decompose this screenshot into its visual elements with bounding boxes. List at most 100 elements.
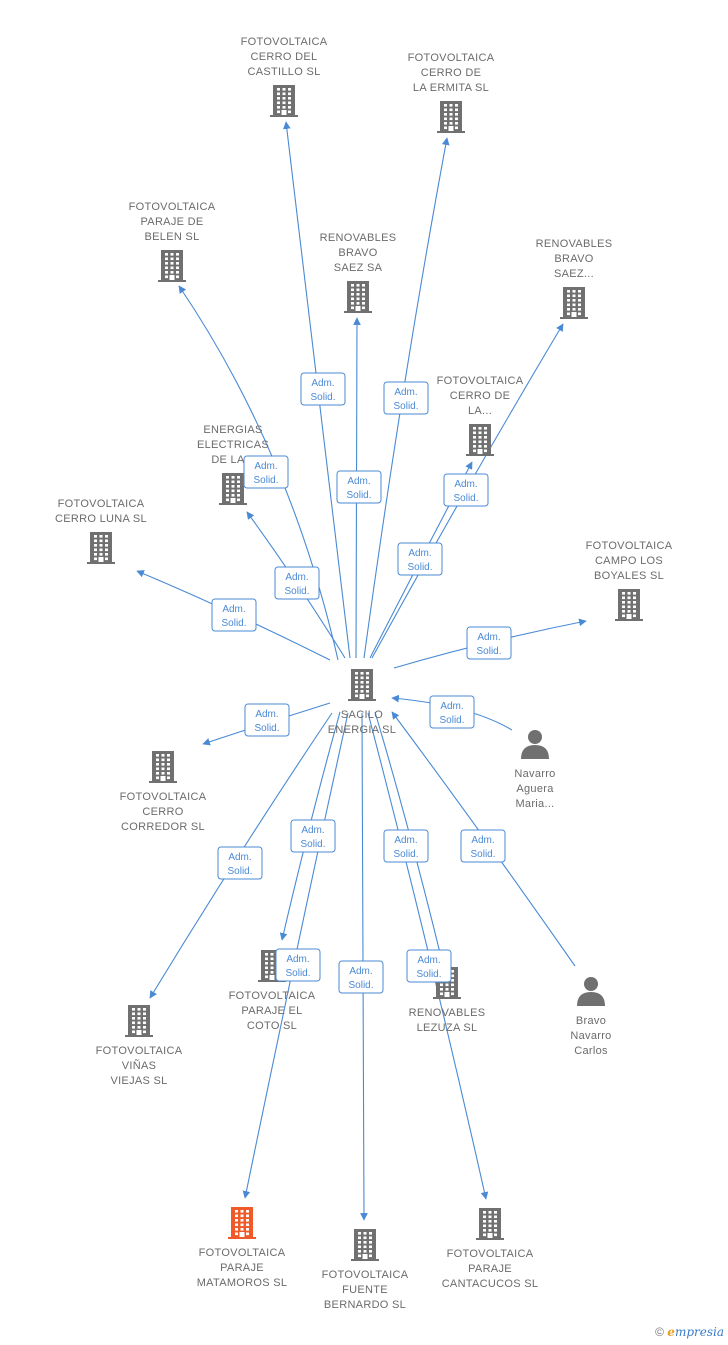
badge-line2: Solid. xyxy=(416,969,441,980)
role-badge[interactable]: Adm. Solid. xyxy=(338,960,384,994)
role-badge[interactable]: Adm.Solid. xyxy=(290,819,336,853)
badge-line1: Adm. xyxy=(408,548,431,559)
building-icon xyxy=(149,751,177,783)
badge-line2: Solid. xyxy=(221,618,246,629)
badge-line1: Adm. xyxy=(222,604,245,615)
building-icon xyxy=(125,1005,153,1037)
role-badge[interactable]: Adm. Solid. xyxy=(397,542,443,576)
building-icon xyxy=(560,287,588,319)
badge-line1: Adm. xyxy=(394,387,417,398)
badge-line1: Adm. xyxy=(285,572,308,583)
building-icon xyxy=(228,1207,256,1239)
badge-line1: Adm. xyxy=(471,835,494,846)
badge-line1: Adm. xyxy=(255,709,278,720)
role-badge[interactable]: Adm. Solid. xyxy=(211,598,257,632)
badge-line2: Solid. xyxy=(300,839,325,850)
building-icon xyxy=(476,1208,504,1240)
badge-line2: Solid. xyxy=(254,723,279,734)
role-badge[interactable]: Adm. Solid. xyxy=(443,473,489,507)
badge-line1: Adm. xyxy=(417,955,440,966)
badges-layer: Adm. Solid. Adm. Solid. Adm. Solid. Adm. Solid.… xyxy=(211,372,512,994)
badge-line2: Solid. xyxy=(393,849,418,860)
badge-line2: Solid. xyxy=(393,401,418,412)
badge-line1: Adm. xyxy=(228,852,251,863)
badge-line2: Solid. xyxy=(310,392,335,403)
role-badge[interactable]: Adm. Solid. xyxy=(274,566,320,600)
badge-line2: Solid. xyxy=(285,968,310,979)
badge-line1: Adm. xyxy=(477,632,500,643)
role-badge[interactable]: Adm. Solid. xyxy=(460,829,506,863)
badge-line2: Solid. xyxy=(470,849,495,860)
badge-line2: Solid. xyxy=(439,715,464,726)
badge-line1: Adm. xyxy=(394,835,417,846)
badge-line2: Solid. xyxy=(253,475,278,486)
role-badge[interactable]: Adm. Solid. xyxy=(383,829,429,863)
building-icon xyxy=(87,532,115,564)
role-badge[interactable]: Adm. Solid. xyxy=(244,703,290,737)
role-badge[interactable]: Adm.Solid. xyxy=(243,455,289,489)
building-icon xyxy=(344,281,372,313)
building-icon xyxy=(270,85,298,117)
badge-line1: Adm. xyxy=(349,966,372,977)
person-icon xyxy=(577,977,605,1006)
role-badge[interactable]: Adm. Solid. xyxy=(466,626,512,660)
role-badge[interactable]: Adm. Solid. xyxy=(275,948,321,982)
role-badge[interactable]: Adm. Solid. xyxy=(217,846,263,880)
badge-line2: Solid. xyxy=(453,493,478,504)
role-badge[interactable]: Adm. Solid. xyxy=(383,381,429,415)
badge-line1: Adm. xyxy=(440,701,463,712)
badge-line2: Solid. xyxy=(476,646,501,657)
badge-line1: Adm. xyxy=(454,479,477,490)
badge-line2: Solid. xyxy=(348,980,373,991)
role-badge[interactable]: Adm. Solid. xyxy=(406,949,452,983)
badge-line2: Solid. xyxy=(227,866,252,877)
building-icon xyxy=(219,473,247,505)
role-badge[interactable]: Adm. Solid. xyxy=(429,695,475,729)
role-badge[interactable]: Adm.Solid. xyxy=(336,470,382,504)
building-icon xyxy=(437,101,465,133)
badge-line2: Solid. xyxy=(284,586,309,597)
building-icon xyxy=(351,1229,379,1261)
badge-line1: Adm. xyxy=(286,954,309,965)
badge-line1: Adm. xyxy=(347,476,370,487)
role-badge[interactable]: Adm.Solid. xyxy=(300,372,346,406)
badge-line2: Solid. xyxy=(407,562,432,573)
empresia-logo: empresia xyxy=(667,1325,724,1339)
footer-brand[interactable]: © empresia xyxy=(655,1325,724,1339)
